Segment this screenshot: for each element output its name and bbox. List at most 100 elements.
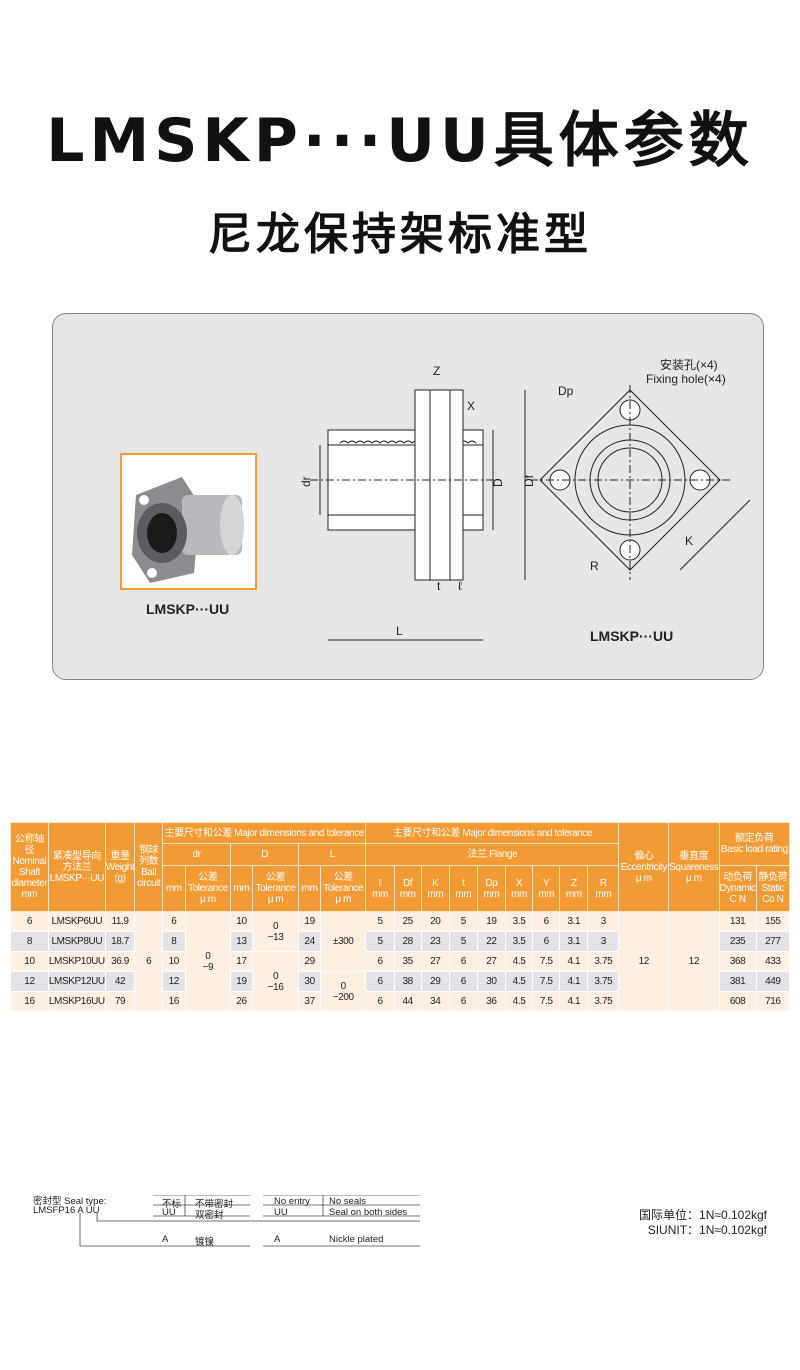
table-cell: 10	[10, 951, 49, 972]
seal-code: UU	[162, 1207, 176, 1218]
table-cell: 18.7	[104, 931, 136, 952]
table-cell: 0−16	[251, 951, 300, 1012]
dim-k: K	[685, 534, 693, 548]
table-cell: 79	[104, 991, 136, 1012]
table-cell: 12	[668, 911, 720, 1012]
table-cell: ±300	[319, 911, 367, 972]
col-dr: dr	[162, 843, 232, 866]
page-title: LMSKP···UU具体参数	[46, 106, 754, 176]
table-cell: 6	[134, 911, 164, 1012]
table-cell: 5	[365, 911, 395, 932]
page-subtitle: 尼龙保持架标准型	[208, 209, 592, 260]
table-cell: 30	[476, 971, 506, 992]
table-cell: 6	[365, 991, 395, 1012]
table-cell: 38	[393, 971, 422, 992]
unit-note-en: SIUNIT：1N≈0.102kgf	[647, 1223, 767, 1237]
table-cell: 6	[365, 971, 395, 992]
table-cell: 716	[755, 991, 791, 1012]
seal-code: A	[162, 1234, 169, 1245]
table-cell: 155	[755, 911, 791, 932]
table-cell: 11.9	[104, 911, 136, 932]
dim-t: t	[437, 579, 441, 593]
table-cell: 131	[718, 911, 757, 932]
table-cell: 10	[162, 951, 186, 972]
table-cell: 0−200	[319, 971, 367, 1012]
table-cell: 381	[718, 971, 757, 992]
table-cell: 19	[298, 911, 321, 932]
table-cell: 7.5	[532, 991, 561, 1012]
dim-x: X	[467, 399, 475, 413]
table-cell: 4.5	[504, 951, 534, 972]
table-cell: 20	[420, 911, 450, 932]
seal-lines	[79, 1195, 420, 1247]
table-cell: 3.75	[587, 991, 620, 1012]
table-cell: 34	[420, 991, 450, 1012]
dim-r: R	[590, 559, 599, 573]
table-cell: 5	[365, 931, 395, 952]
table-cell: 277	[755, 931, 791, 952]
table-cell: 35	[393, 951, 422, 972]
table-cell: 44	[393, 991, 422, 1012]
unit-note-cn: 国际单位：1N≈0.102kgf	[639, 1208, 767, 1222]
photo-label: LMSKP···UU	[146, 601, 230, 617]
hole-label-cn: 安装孔(×4)	[660, 357, 718, 372]
table-cell: 6	[448, 971, 478, 992]
table-cell: 6	[532, 931, 561, 952]
dim-df: Df	[522, 474, 536, 487]
table-cell: LMSKP12UU	[47, 971, 106, 992]
table-cell: 6	[365, 951, 395, 972]
table-cell: 6	[10, 911, 49, 932]
seal-example: LMSFP16 A UU	[33, 1205, 100, 1216]
table-cell: 27	[476, 951, 506, 972]
table-cell: 28	[393, 931, 422, 952]
table-cell: 4.5	[504, 971, 534, 992]
dim-L: L	[396, 624, 403, 638]
table-cell: 368	[718, 951, 757, 972]
table-cell: 16	[10, 991, 49, 1012]
product-photo	[120, 453, 257, 590]
table-cell: 30	[298, 971, 321, 992]
seal-code-en: No entry	[274, 1196, 310, 1207]
table-cell: 4.5	[504, 991, 534, 1012]
table-cell: 26	[230, 991, 253, 1012]
seal-code-en: UU	[274, 1207, 288, 1218]
dim-d: D	[491, 478, 505, 487]
seal-desc-cn: 镀镍	[195, 1237, 215, 1248]
table-cell: 608	[718, 991, 757, 1012]
hole-label-en: Fixing hole(×4)	[646, 372, 726, 386]
table-header-cell: mm	[162, 865, 186, 912]
table-cell: 7.5	[532, 951, 561, 972]
table-header-cell: mm	[298, 865, 321, 912]
table-cell: 29	[420, 971, 450, 992]
table-cell: 3.5	[504, 911, 534, 932]
dim-z: Z	[433, 364, 440, 378]
table-cell: LMSKP8UU	[47, 931, 106, 952]
dim-dr: dr	[300, 476, 313, 487]
table-cell: 449	[755, 971, 791, 992]
col-L: L	[298, 843, 367, 866]
table-cell: 3.5	[504, 931, 534, 952]
table-cell: 17	[230, 951, 253, 972]
table-header-cell: mm	[230, 865, 253, 912]
table-cell: 8	[10, 931, 49, 952]
table-cell: LMSKP16UU	[47, 991, 106, 1012]
